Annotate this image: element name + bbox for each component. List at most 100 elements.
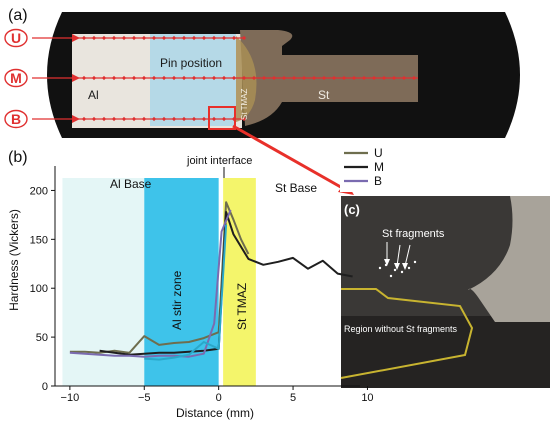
region-without-st-outline — [340, 288, 474, 379]
fragment-arrows — [384, 242, 411, 270]
legend-label-U: U — [374, 146, 383, 160]
indent-dot — [211, 35, 217, 41]
indent-dot — [241, 35, 247, 41]
indent-dot — [181, 75, 187, 81]
micrograph-panel: (c) St fragments Region without St fragm… — [340, 196, 550, 388]
series-line-M — [99, 211, 353, 356]
series-line-unlabeled — [144, 224, 228, 361]
st-body-micro — [468, 196, 550, 322]
indent-dot — [201, 35, 207, 41]
pin-position-label: Pin position — [160, 56, 222, 70]
indent-dot — [191, 35, 197, 41]
indent-dot — [131, 35, 137, 41]
st-fragment-dots — [378, 260, 417, 278]
indent-dot — [181, 116, 187, 122]
series-line-B — [69, 209, 232, 358]
indent-dot — [121, 75, 127, 81]
line-label-B-text: B — [11, 111, 21, 127]
indent-dot — [91, 35, 97, 41]
al-label: Al — [88, 88, 99, 102]
annotation-joint-interface: joint interface — [186, 155, 252, 167]
indent-dot — [221, 35, 227, 41]
st-fragments-label: St fragments — [382, 228, 445, 240]
pin-position-box — [150, 34, 236, 126]
indent-dot — [131, 75, 137, 81]
indent-dot — [251, 75, 257, 81]
indent-dot — [241, 75, 247, 81]
annotation-al-stir-zone: Al stir zone — [170, 270, 184, 330]
st-fragment — [389, 274, 393, 278]
indent-dot — [111, 35, 117, 41]
legend: UMB — [340, 146, 390, 192]
indent-dot — [191, 75, 197, 81]
panel-label-a: (a) — [8, 7, 28, 24]
st-fragment — [413, 260, 417, 264]
indent-dot — [161, 116, 167, 122]
indent-dot — [81, 35, 87, 41]
indent-dot — [231, 75, 237, 81]
panel-label-b: (b) — [8, 149, 28, 166]
indent-dot — [101, 116, 107, 122]
y-tick-label: 150 — [30, 234, 48, 246]
x-tick-label: −5 — [138, 392, 151, 404]
indent-dot — [101, 75, 107, 81]
legend-label-B: B — [374, 174, 382, 188]
x-tick-label: 5 — [290, 392, 296, 404]
y-tick-label: 0 — [42, 381, 48, 393]
indent-dot — [171, 35, 177, 41]
st-fragment — [378, 266, 382, 270]
indent-dot — [101, 35, 107, 41]
x-tick-label: 0 — [216, 392, 222, 404]
indent-dot — [201, 75, 207, 81]
panel-label-c: (c) — [344, 202, 360, 217]
indent-dot — [211, 75, 217, 81]
indent-dot — [151, 116, 157, 122]
st-fragment — [393, 268, 397, 272]
region-without-label: Region without St fragments — [344, 324, 458, 334]
annotation-al-base: Al Base — [110, 177, 152, 191]
line-label-M: M — [4, 68, 28, 88]
indent-dot — [151, 35, 157, 41]
st-tmaz-region — [236, 36, 257, 122]
y-axis-label: Hardness (Vickers) — [7, 209, 21, 311]
indent-dot — [211, 116, 217, 122]
macrograph-panel: U M B (a) Pin position Al St St TMAZ — [4, 7, 520, 138]
annotation-st-base: St Base — [275, 181, 317, 195]
indent-dot — [231, 116, 237, 122]
indent-dot — [91, 75, 97, 81]
indent-dot — [131, 116, 137, 122]
indent-dot — [191, 116, 197, 122]
indent-dot — [121, 35, 127, 41]
indent-dot — [151, 75, 157, 81]
x-axis-label: Distance (mm) — [176, 406, 254, 420]
indent-dot — [181, 35, 187, 41]
line-label-U: U — [4, 28, 28, 48]
indent-dot — [141, 116, 147, 122]
indent-dot — [241, 116, 247, 122]
line-label-B: B — [4, 109, 28, 129]
legend-label-M: M — [374, 160, 384, 174]
indent-dot — [161, 75, 167, 81]
indent-dot — [141, 35, 147, 41]
indent-dot — [81, 116, 87, 122]
indent-dot — [121, 116, 127, 122]
indent-dot — [141, 75, 147, 81]
indent-dot — [111, 75, 117, 81]
st-fragment — [400, 270, 404, 274]
indent-dot — [231, 35, 237, 41]
annotation-st-tmaz: St TMAZ — [235, 283, 249, 330]
st-label: St — [318, 88, 330, 102]
st-fragment — [407, 266, 411, 270]
indent-dot — [221, 116, 227, 122]
y-tick-label: 100 — [30, 283, 48, 295]
line-label-U-text: U — [11, 30, 21, 46]
indent-dot — [171, 75, 177, 81]
indent-dot — [201, 116, 207, 122]
series-lines — [69, 201, 353, 361]
y-tick-label: 200 — [30, 185, 48, 197]
st-tmaz-macro-label: St TMAZ — [240, 88, 249, 120]
indent-dot — [111, 116, 117, 122]
